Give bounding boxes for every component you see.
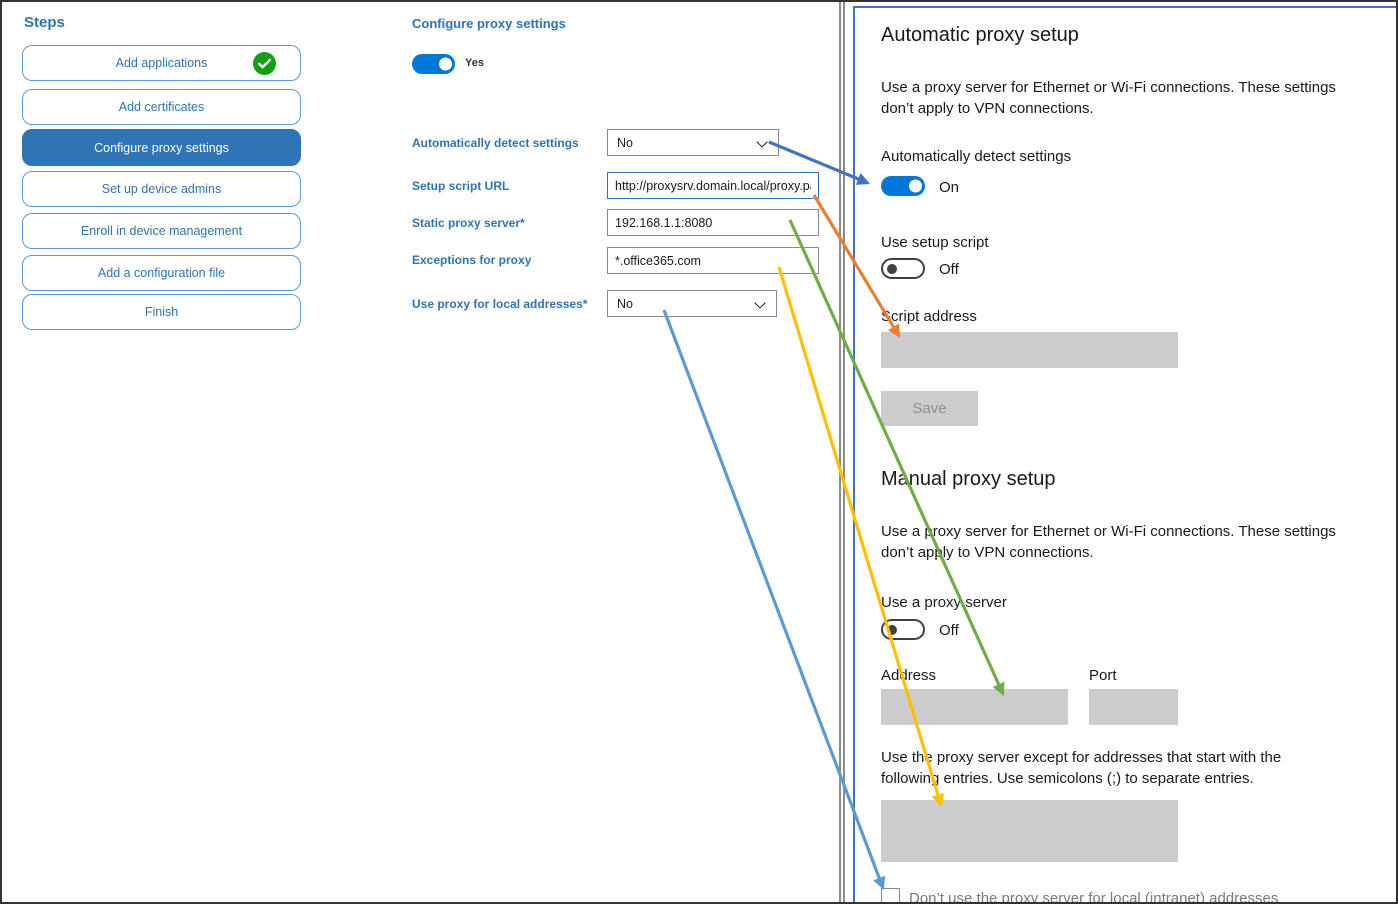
use-proxy-local-dropdown[interactable]: No (607, 290, 777, 317)
step-finish[interactable]: Finish (22, 294, 301, 330)
proxy-exceptions-textarea[interactable] (881, 800, 1178, 862)
auto-detect-dropdown[interactable]: No (607, 129, 779, 156)
proxy-exceptions-hint: Use the proxy server except for addresse… (881, 749, 1282, 787)
use-setup-script-toggle[interactable] (881, 258, 925, 279)
exceptions-for-proxy-input[interactable] (607, 247, 819, 274)
auto-detect-settings-toggle[interactable] (881, 176, 925, 196)
use-a-proxy-server-state: Off (939, 622, 959, 639)
step-label: Configure proxy settings (94, 140, 229, 155)
use-a-proxy-server-toggle[interactable] (881, 619, 925, 640)
address-label: Address (881, 667, 937, 684)
use-setup-script-state: Off (939, 261, 959, 278)
dropdown-value: No (617, 135, 633, 150)
step-add-applications[interactable]: Add applications (22, 45, 301, 81)
script-address-label: Script address (881, 308, 977, 325)
window-divider-line (843, 2, 845, 902)
toggle-knob (887, 263, 897, 274)
port-label: Port (1089, 667, 1117, 684)
step-label: Enroll in device management (80, 224, 243, 238)
setup-script-url-label: Setup script URL (412, 179, 510, 193)
toggle-knob (439, 57, 452, 71)
window-divider-line (839, 2, 841, 902)
use-a-proxy-server-label: Use a proxy server (881, 594, 1007, 611)
auto-detect-settings-state: On (939, 179, 960, 196)
use-proxy-local-label: Use proxy for local addresses* (412, 297, 588, 311)
toggle-knob (887, 624, 897, 635)
exceptions-for-proxy-label: Exceptions for proxy (412, 253, 532, 267)
form-title: Configure proxy settings (412, 16, 566, 31)
windows-proxy-settings-panel: Automatic proxy setup Use a proxy server… (853, 6, 1396, 902)
step-enroll-in-device-management[interactable]: Enroll in device management (22, 213, 301, 249)
local-addresses-checkbox-label: Don’t use the proxy server for local (in… (909, 890, 1279, 904)
step-label: Add certificates (118, 100, 205, 114)
arrow-local-addresses-mapping (662, 309, 886, 890)
step-label: Finish (144, 305, 179, 319)
step-configure-proxy-settings[interactable]: Configure proxy settings (22, 129, 301, 166)
auto-detect-label: Automatically detect settings (412, 136, 579, 150)
save-button[interactable]: Save (881, 391, 978, 426)
manual-proxy-description: Use a proxy server for Ethernet or Wi-Fi… (881, 523, 1336, 561)
proxy-address-input[interactable] (881, 689, 1068, 725)
static-proxy-server-input[interactable] (607, 209, 819, 236)
steps-title: Steps (24, 14, 65, 31)
local-addresses-checkbox[interactable] (881, 888, 900, 902)
automatic-proxy-setup-heading: Automatic proxy setup (881, 24, 1079, 46)
proxy-port-input[interactable] (1089, 689, 1178, 725)
script-address-input[interactable] (881, 332, 1178, 368)
auto-detect-settings-label: Automatically detect settings (881, 148, 1072, 165)
configure-proxy-toggle-state: Yes (465, 57, 484, 69)
step-add-a-configuration-file[interactable]: Add a configuration file (22, 255, 301, 291)
step-label: Add applications (115, 56, 208, 70)
completed-check-icon (253, 52, 276, 75)
configure-proxy-toggle[interactable] (412, 54, 455, 74)
chevron-down-icon (756, 136, 768, 148)
step-label: Set up device admins (101, 182, 222, 196)
manual-proxy-setup-heading: Manual proxy setup (881, 468, 1056, 490)
step-label: Add a configuration file (97, 266, 226, 280)
use-setup-script-label: Use setup script (881, 234, 989, 251)
step-add-certificates[interactable]: Add certificates (22, 89, 301, 125)
toggle-knob (909, 179, 922, 193)
automatic-proxy-description: Use a proxy server for Ethernet or Wi-Fi… (881, 79, 1336, 117)
chevron-down-icon (754, 297, 766, 309)
setup-script-url-input[interactable] (607, 172, 819, 199)
step-set-up-device-admins[interactable]: Set up device admins (22, 171, 301, 207)
dropdown-value: No (617, 296, 633, 311)
static-proxy-server-label: Static proxy server* (412, 216, 525, 230)
